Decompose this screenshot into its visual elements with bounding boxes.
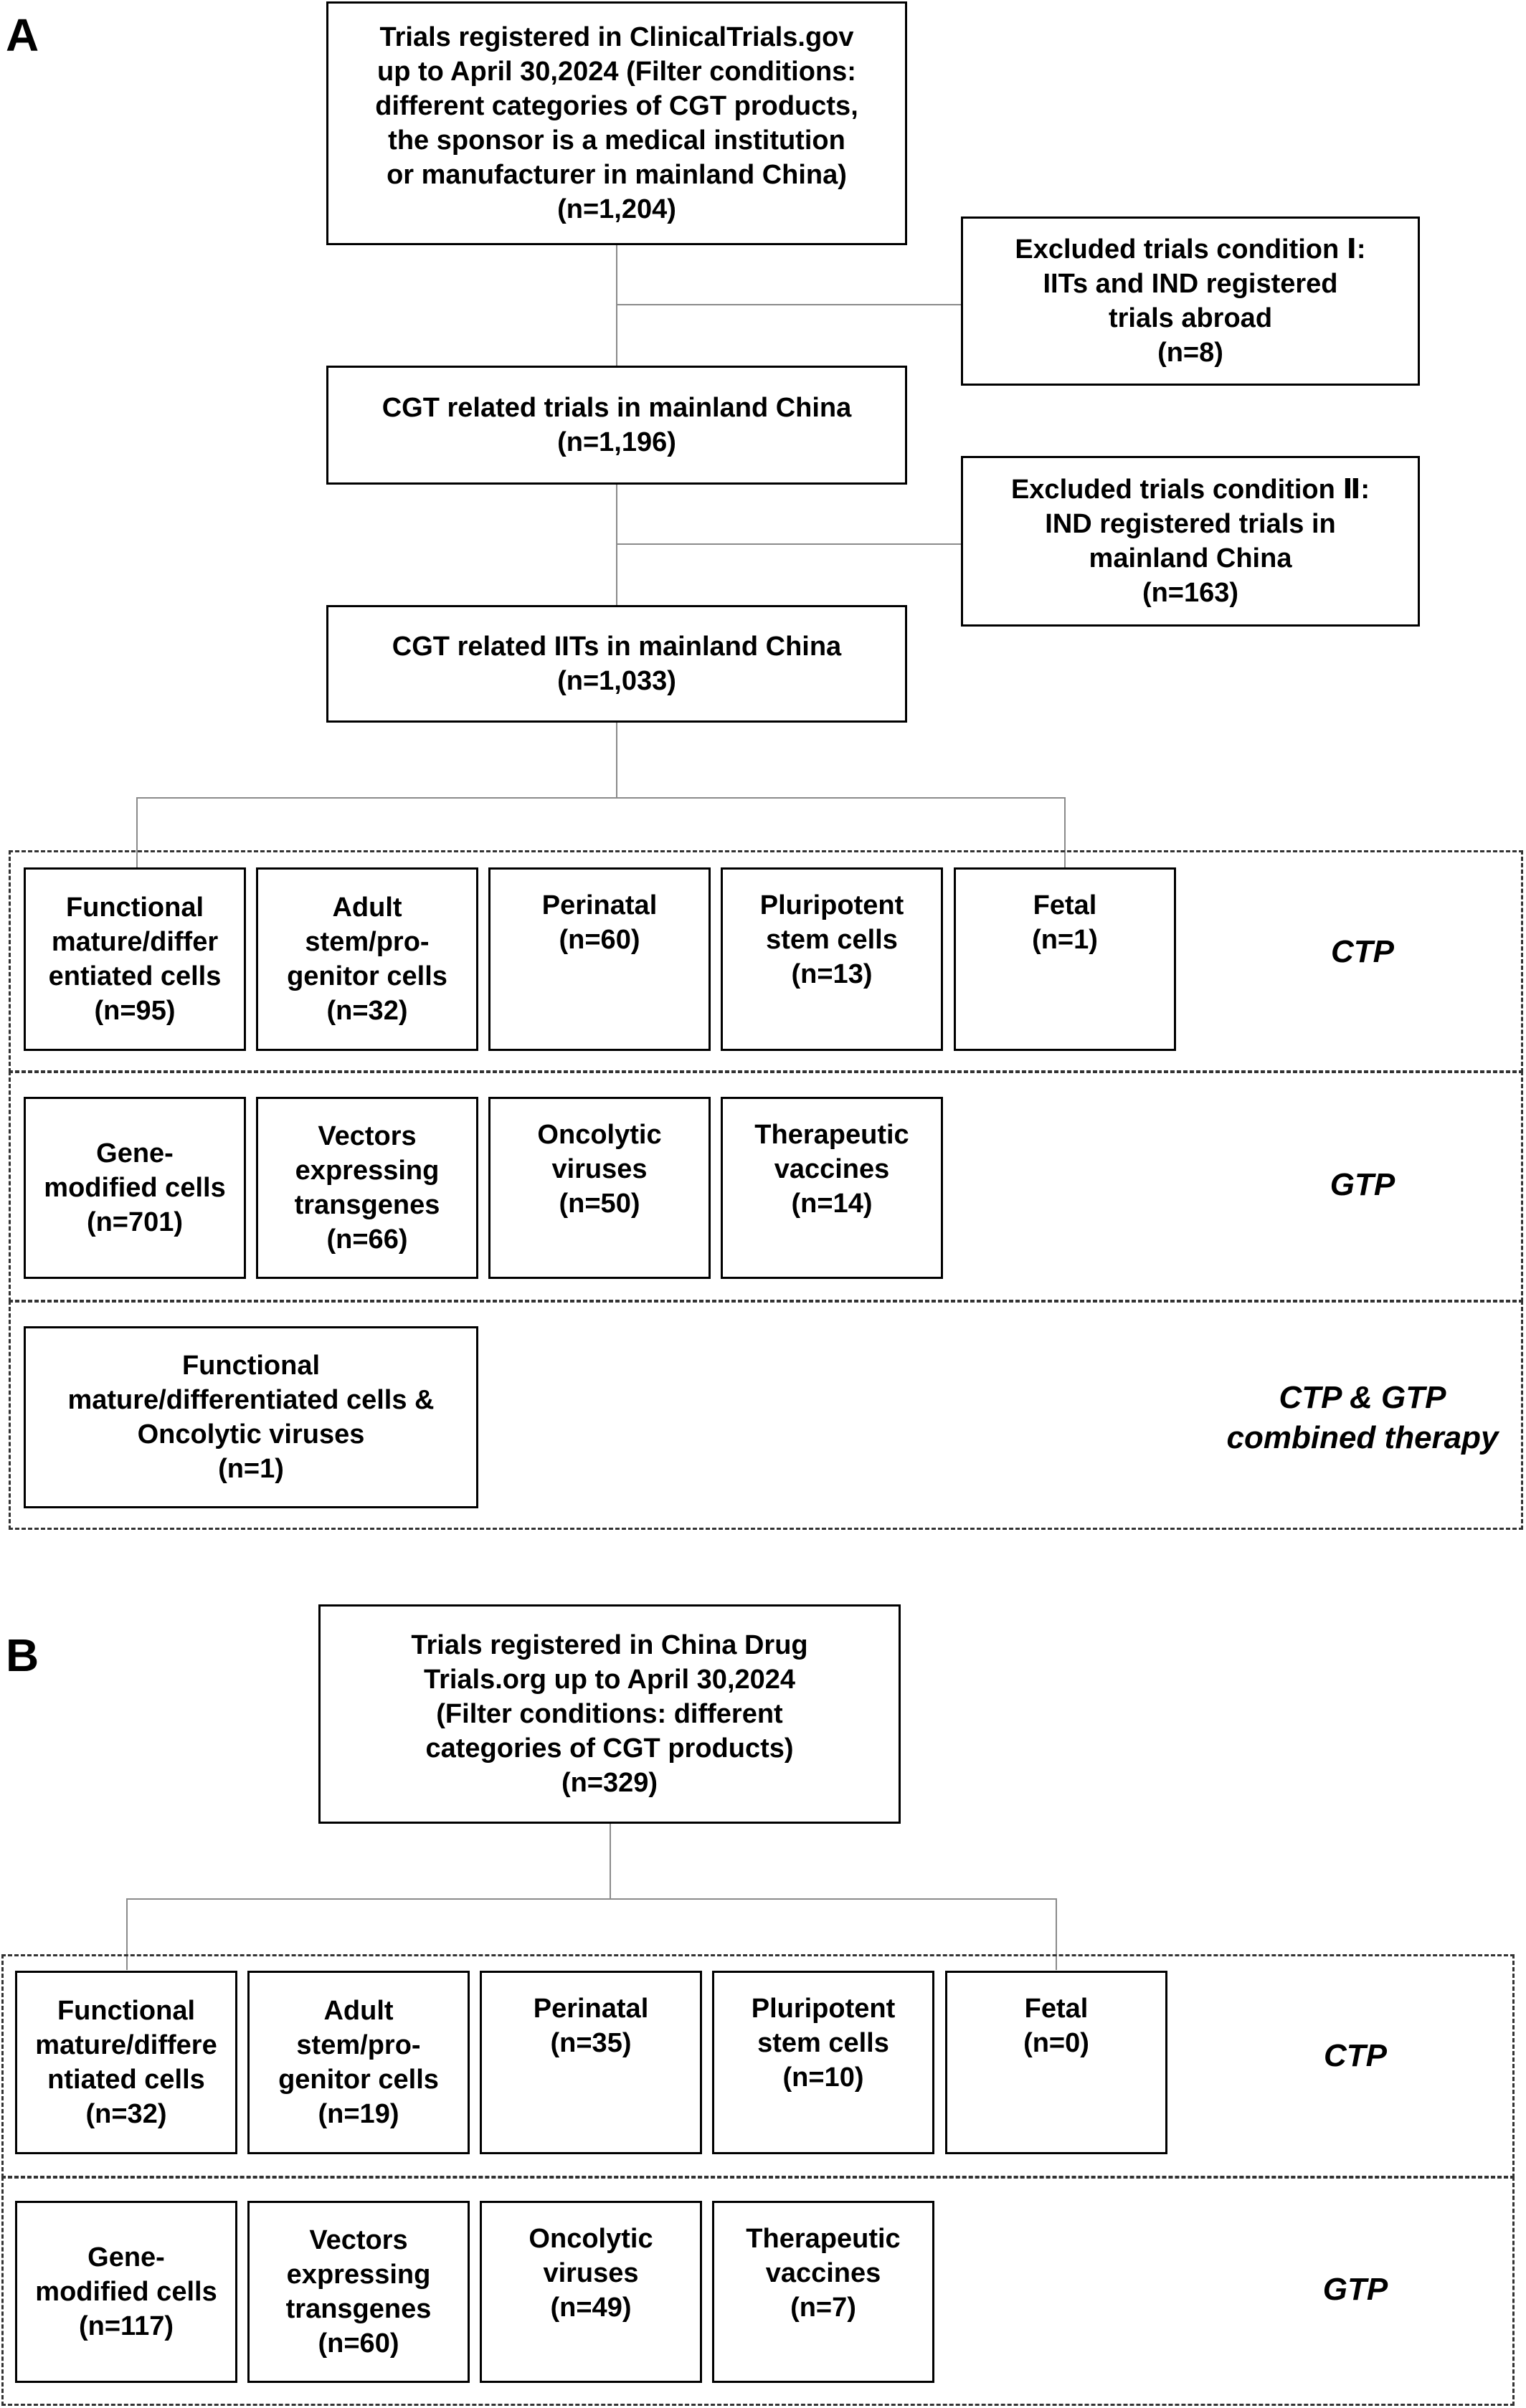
gtp-b-gene: Gene- modified cells (n=117) (15, 2201, 237, 2383)
connector-a-excl2 (617, 543, 961, 545)
combined-a-text: Functional mature/differentiated cells &… (67, 1351, 435, 1484)
connector-a-bottom (616, 721, 617, 799)
ctp-a-pluripotent: Pluripotent stem cells (n=13) (721, 867, 943, 1051)
ctp-a-adult: Adult stem/pro- genitor cells (n=32) (256, 867, 478, 1051)
cgt-iits-text: CGT related IITs in mainland China (n=1,… (392, 632, 842, 696)
connector-b-top (610, 1824, 611, 1898)
connector-b-branch-left (126, 1898, 128, 1970)
ctp-a-label: CTP (1331, 934, 1394, 969)
gtp-a-vectors-text: Vectors expressing transgenes (n=66) (294, 1121, 440, 1255)
ctp-a-perinatal-text: Perinatal (n=60) (541, 890, 658, 955)
ctp-a-fetal: Fetal (n=1) (954, 867, 1176, 1051)
top-box-b-text: Trials registered in China Drug Trials.o… (411, 1630, 808, 1798)
gtp-region-b (1, 2176, 1515, 2406)
ctp-b-functional-text: Functional mature/differe ntiated cells … (35, 1996, 217, 2129)
gtp-a-oncolytic: Oncolytic viruses (n=50) (488, 1097, 711, 1279)
gtp-a-oncolytic-text: Oncolytic viruses (n=50) (537, 1120, 662, 1219)
gtp-a-vaccines-text: Therapeutic vaccines (n=14) (754, 1120, 909, 1219)
connector-a-branch (136, 797, 1066, 799)
excluded-box-2: Excluded trials condition Ⅱ: IND registe… (961, 456, 1420, 627)
gtp-b-gene-text: Gene- modified cells (n=117) (35, 2242, 217, 2341)
ctp-a-fetal-text: Fetal (n=1) (1032, 890, 1098, 955)
cgt-related-box: CGT related trials in mainland China (n=… (326, 366, 907, 485)
excluded-box-1: Excluded trials condition Ⅰ: IITs and IN… (961, 216, 1420, 386)
excluded-box-1-text: Excluded trials condition Ⅰ: IITs and IN… (1015, 234, 1366, 368)
gtp-b-vaccines-text: Therapeutic vaccines (n=7) (746, 2224, 901, 2323)
connector-a-excl1 (617, 304, 961, 305)
ctp-b-pluripotent-text: Pluripotent stem cells (n=10) (751, 1994, 896, 2093)
connector-b-branch-right (1056, 1898, 1057, 1970)
ctp-b-pluripotent: Pluripotent stem cells (n=10) (712, 1971, 934, 2154)
combined-a-box: Functional mature/differentiated cells &… (24, 1326, 478, 1508)
gtp-a-gene-text: Gene- modified cells (n=701) (44, 1138, 226, 1237)
gtp-b-oncolytic-text: Oncolytic viruses (n=49) (529, 2224, 653, 2323)
top-box-b: Trials registered in China Drug Trials.o… (318, 1604, 901, 1824)
ctp-b-adult: Adult stem/pro- genitor cells (n=19) (247, 1971, 470, 2154)
connector-a-branch-right (1064, 797, 1066, 869)
ctp-b-functional: Functional mature/differe ntiated cells … (15, 1971, 237, 2154)
gtp-b-vaccines: Therapeutic vaccines (n=7) (712, 2201, 934, 2383)
gtp-a-vectors: Vectors expressing transgenes (n=66) (256, 1097, 478, 1279)
panel-b-label: B (6, 1629, 39, 1681)
gtp-b-oncolytic: Oncolytic viruses (n=49) (480, 2201, 702, 2383)
connector-a-branch-left (136, 797, 138, 869)
gtp-b-label: GTP (1322, 2272, 1388, 2307)
gtp-a-gene: Gene- modified cells (n=701) (24, 1097, 246, 1279)
ctp-a-functional-text: Functional mature/differ entiated cells … (48, 893, 222, 1026)
ctp-b-adult-text: Adult stem/pro- genitor cells (n=19) (278, 1996, 439, 2129)
cgt-related-text: CGT related trials in mainland China (n=… (382, 393, 852, 457)
top-box-a-text: Trials registered in ClinicalTrials.gov … (375, 22, 858, 224)
panel-a-label: A (6, 9, 39, 61)
connector-b-branch (126, 1898, 1057, 1900)
cgt-iits-box: CGT related IITs in mainland China (n=1,… (326, 605, 907, 723)
excluded-box-2-text: Excluded trials condition Ⅱ: IND registe… (1010, 475, 1370, 608)
gtp-b-vectors: Vectors expressing transgenes (n=60) (247, 2201, 470, 2383)
ctp-a-functional: Functional mature/differ entiated cells … (24, 867, 246, 1051)
gtp-a-vaccines: Therapeutic vaccines (n=14) (721, 1097, 943, 1279)
combined-region-a (9, 1300, 1523, 1530)
connector-a-mid (616, 485, 617, 606)
ctp-a-pluripotent-text: Pluripotent stem cells (n=13) (759, 890, 904, 989)
ctp-b-perinatal-text: Perinatal (n=35) (533, 1994, 649, 2058)
top-box-a: Trials registered in ClinicalTrials.gov … (326, 1, 907, 245)
ctp-b-fetal: Fetal (n=0) (945, 1971, 1167, 2154)
ctp-a-adult-text: Adult stem/pro- genitor cells (n=32) (287, 893, 447, 1026)
ctp-b-perinatal: Perinatal (n=35) (480, 1971, 702, 2154)
gtp-b-vectors-text: Vectors expressing transgenes (n=60) (285, 2225, 432, 2359)
ctp-a-perinatal: Perinatal (n=60) (488, 867, 711, 1051)
combined-a-label: CTP & GTP combined therapy (1226, 1380, 1499, 1455)
gtp-a-label: GTP (1330, 1167, 1395, 1202)
ctp-b-fetal-text: Fetal (n=0) (1023, 1994, 1089, 2058)
ctp-b-label: CTP (1324, 2038, 1387, 2073)
